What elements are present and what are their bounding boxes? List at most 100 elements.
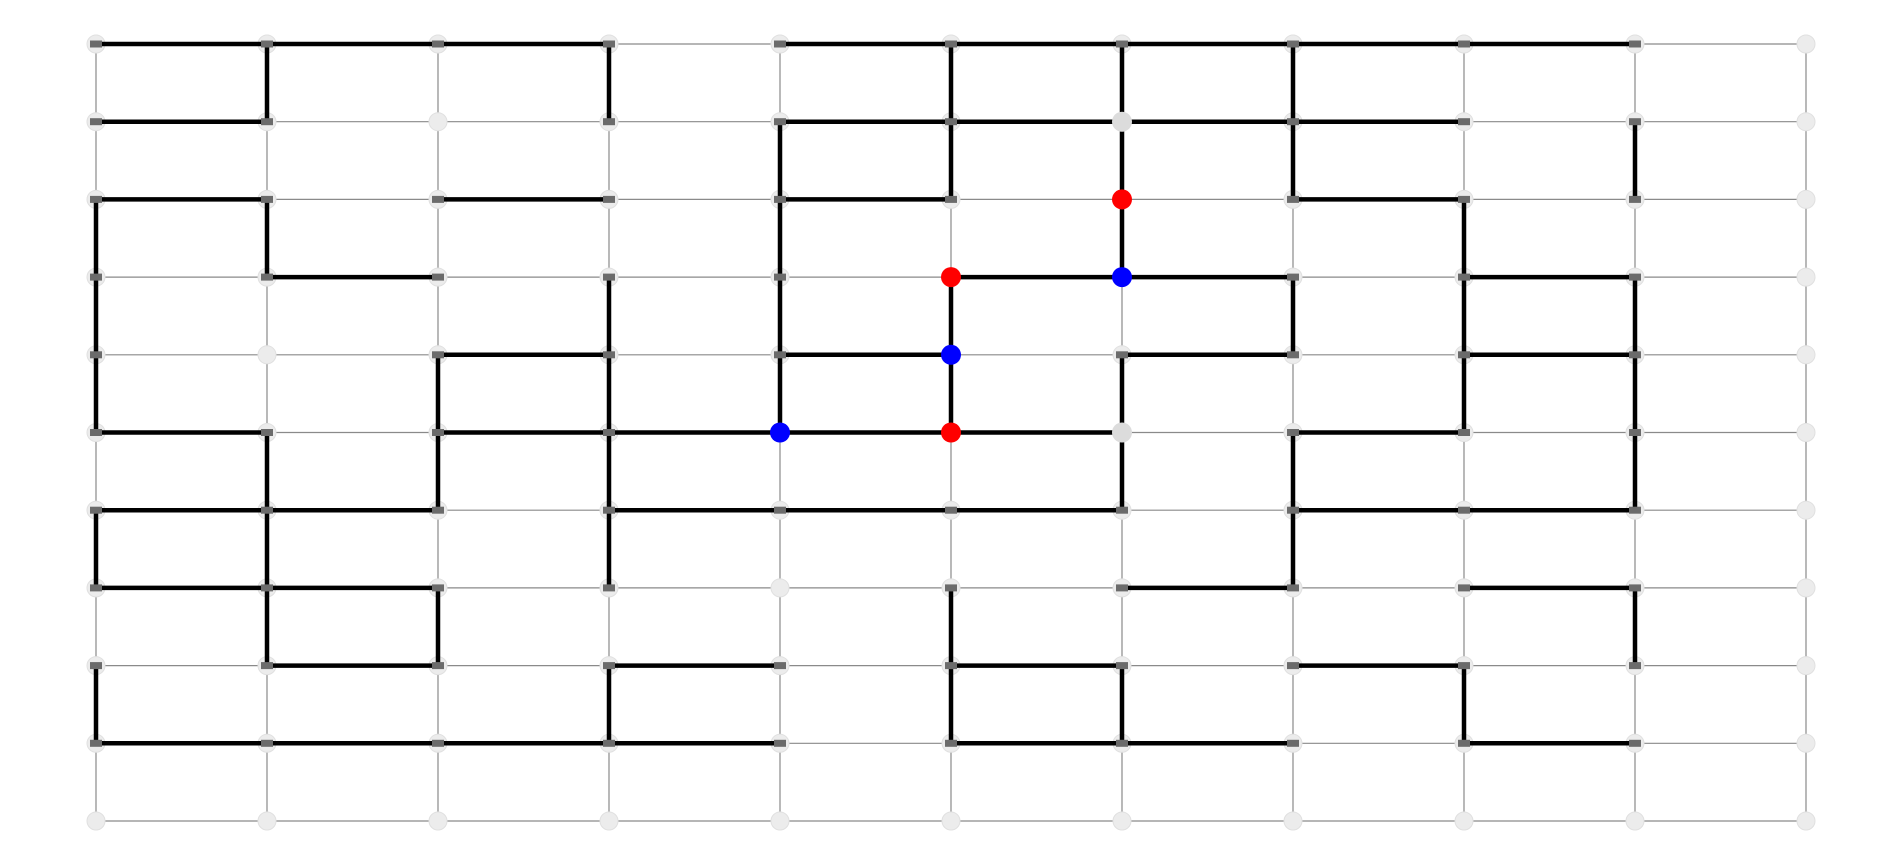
wall-cap (1629, 662, 1641, 670)
grid-node (1796, 423, 1816, 442)
grid-node (1112, 811, 1132, 831)
wall-cap (261, 584, 273, 592)
wall-cap (1629, 351, 1641, 359)
wall-cap (1287, 429, 1299, 436)
wall-cap (774, 118, 786, 126)
wall-cap (603, 662, 615, 670)
wall-cap (1629, 40, 1641, 48)
wall-cap (1116, 739, 1128, 747)
grid-node (1796, 112, 1816, 132)
wall-cap (1629, 739, 1641, 747)
wall-cap (1287, 40, 1299, 48)
wall-cap (90, 429, 102, 436)
grid-node (599, 811, 619, 831)
wall-cap (90, 351, 102, 359)
wall-cap (432, 273, 444, 281)
wall-cap (432, 429, 444, 436)
wall-cap (90, 739, 102, 747)
wall-cap (1287, 118, 1299, 126)
marker-blue (770, 422, 790, 443)
marker-empty (1112, 422, 1132, 443)
wall-cap (603, 273, 615, 281)
wall-cap (1287, 662, 1299, 670)
wall-cap (261, 429, 273, 436)
marker-empty (1112, 111, 1132, 132)
grid-node (1796, 34, 1816, 54)
wall-cap (1287, 273, 1299, 281)
wall-cap (1458, 429, 1470, 436)
wall-cap (1116, 662, 1128, 670)
wall-cap (261, 739, 273, 747)
grid-node (941, 811, 961, 831)
grid-node (1796, 500, 1816, 520)
wall-cap (603, 118, 615, 126)
wall-cap (1629, 118, 1641, 126)
wall-cap (261, 662, 273, 670)
wall-cap (90, 40, 102, 48)
wall-cap (261, 118, 273, 126)
marker-red (941, 422, 961, 443)
wall-cap (603, 195, 615, 203)
wall-cap (1629, 584, 1641, 592)
wall-cap (1458, 739, 1470, 747)
grid-node (1283, 811, 1303, 831)
wall-cap (1287, 739, 1299, 747)
wall-cap (1116, 351, 1128, 359)
wall-cap (261, 195, 273, 203)
grid-node (1625, 811, 1645, 831)
grid-node (86, 811, 106, 831)
wall-cap (1287, 506, 1299, 514)
wall-cap (1458, 273, 1470, 281)
wall-caps (90, 40, 1641, 747)
wall-cap (90, 273, 102, 281)
wall-cap (1629, 195, 1641, 203)
wall-cap (261, 506, 273, 514)
wall-cap (1458, 195, 1470, 203)
wall-cap (774, 739, 786, 747)
marker-blue (1112, 267, 1132, 288)
wall-cap (1458, 118, 1470, 126)
wall-cap (1287, 351, 1299, 359)
wall-cap (774, 195, 786, 203)
wall-cap (774, 506, 786, 514)
wall-cap (945, 118, 957, 126)
wall-cap (1629, 429, 1641, 436)
wall-cap (603, 739, 615, 747)
grid-node (1796, 733, 1816, 753)
wall-cap (945, 662, 957, 670)
wall-cap (1458, 506, 1470, 514)
wall-cap (432, 662, 444, 670)
wall-cap (432, 195, 444, 203)
wall-cap (774, 662, 786, 670)
wall-cap (432, 584, 444, 592)
wall-cap (1116, 506, 1128, 514)
wall-cap (1629, 506, 1641, 514)
wall-cap (603, 506, 615, 514)
wall-cap (1116, 584, 1128, 592)
markers (770, 111, 1132, 443)
wall-cap (945, 584, 957, 592)
wall-cap (261, 273, 273, 281)
marker-red (941, 267, 961, 288)
wall-cap (1458, 584, 1470, 592)
wall-cap (1458, 662, 1470, 670)
wall-cap (90, 662, 102, 670)
wall-cap (603, 429, 615, 436)
wall-cap (432, 351, 444, 359)
wall-cap (945, 195, 957, 203)
grid-node (770, 811, 790, 831)
wall-cap (90, 584, 102, 592)
grid-node (1796, 189, 1816, 209)
grid-node (257, 345, 277, 365)
grid-node (428, 811, 448, 831)
wall-cap (774, 273, 786, 281)
wall-cap (1629, 273, 1641, 281)
wall-cap (1458, 40, 1470, 48)
grid-node (1796, 811, 1816, 831)
wall-cap (603, 351, 615, 359)
wall-cap (1116, 40, 1128, 48)
marker-red (1112, 189, 1132, 210)
wall-cap (432, 506, 444, 514)
grid-node (428, 112, 448, 132)
